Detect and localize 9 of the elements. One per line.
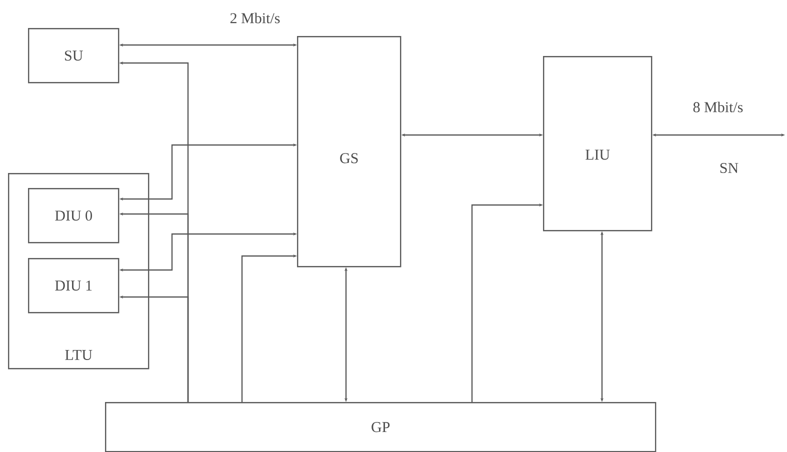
network-label: SN: [720, 162, 738, 174]
block-box: SU: [28, 28, 120, 84]
edge-label: 2 Mbit/s: [228, 12, 282, 24]
block-box: GP: [105, 402, 656, 452]
edge-label: 8 Mbit/s: [692, 100, 744, 114]
block-box: DIU 0: [28, 188, 120, 244]
block-box: LIU: [543, 56, 652, 232]
block-box: GS: [297, 36, 402, 268]
block-box: DIU 1: [28, 258, 120, 314]
